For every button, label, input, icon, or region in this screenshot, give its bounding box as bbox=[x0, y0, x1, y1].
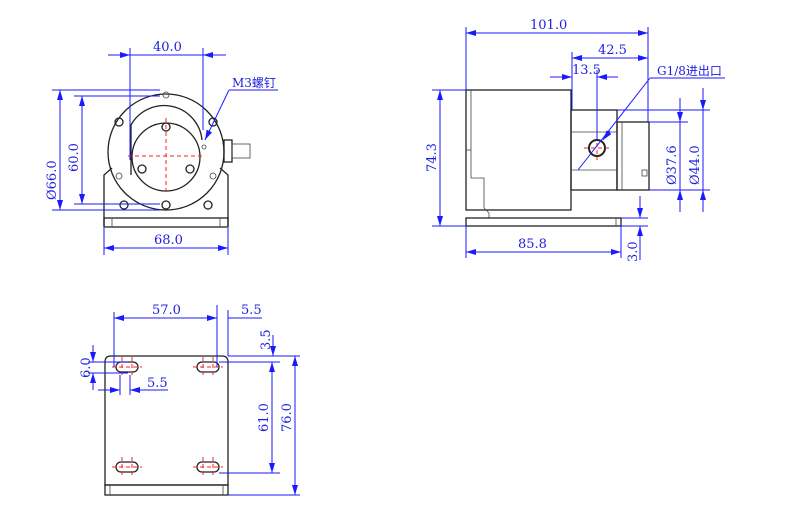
callout-g18-port: G1/8进出口 bbox=[657, 64, 722, 78]
base-plate bbox=[465, 217, 622, 227]
dim-101: 101.0 bbox=[530, 18, 567, 33]
end-cap bbox=[616, 121, 650, 191]
screws bbox=[114, 91, 218, 210]
dim-76: 76.0 bbox=[280, 403, 295, 432]
shaft-fitting bbox=[223, 139, 251, 163]
dim-60: 60.0 bbox=[67, 143, 82, 172]
dim-85-8: 85.8 bbox=[518, 237, 547, 252]
dim-13-5: 13.5 bbox=[572, 63, 601, 78]
callout-m3-screw: M3螺钉 bbox=[232, 76, 276, 90]
dim-3-5: 3.5 bbox=[259, 329, 274, 350]
side-view: 101.0 42.5 13.5 G1/8进出口 74.3 Ø37.6 Ø44.0… bbox=[425, 18, 725, 262]
dim-68: 68.0 bbox=[154, 233, 183, 248]
dim-57: 57.0 bbox=[152, 303, 181, 318]
mounting-slots bbox=[112, 357, 223, 477]
dim-5-5-slot: 5.5 bbox=[147, 376, 168, 391]
dim-74-3: 74.3 bbox=[425, 143, 440, 172]
dim-diameter-44: Ø44.0 bbox=[688, 145, 703, 185]
front-view: 40.0 Ø66.0 60.0 68.0 M3螺钉 bbox=[45, 40, 278, 255]
mounting-bracket bbox=[103, 167, 229, 228]
dim-40: 40.0 bbox=[153, 40, 182, 55]
dim-3-0: 3.0 bbox=[626, 241, 641, 262]
dim-6-0: 6.0 bbox=[79, 357, 94, 378]
dim-42-5: 42.5 bbox=[598, 43, 627, 58]
motor-body bbox=[465, 89, 572, 211]
bottom-view: 57.0 5.5 3.5 61.0 76.0 6.0 5.5 bbox=[79, 303, 300, 496]
dim-diameter-66: Ø66.0 bbox=[45, 160, 60, 200]
pump-housing bbox=[130, 104, 203, 175]
dim-diameter-37-6: Ø37.6 bbox=[665, 145, 680, 185]
dim-61: 61.0 bbox=[257, 403, 272, 432]
dim-5-5-top: 5.5 bbox=[241, 303, 262, 318]
motor-flange bbox=[107, 93, 225, 211]
mounting-plate bbox=[104, 355, 229, 486]
